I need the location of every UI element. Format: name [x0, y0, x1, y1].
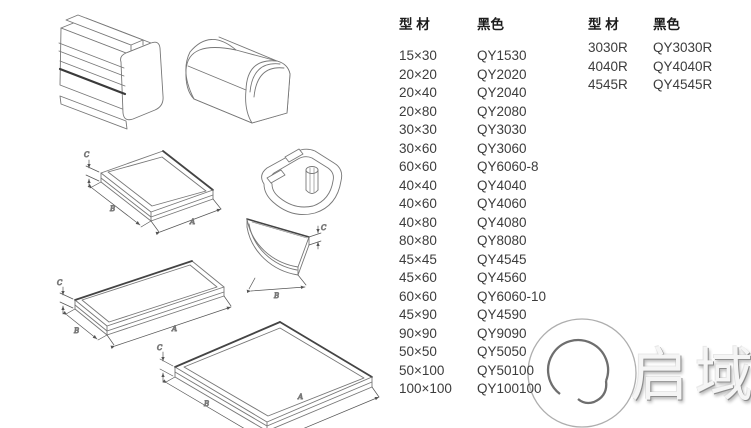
- header-black-color: 黑色: [653, 17, 680, 32]
- part-number-cell: QY50100: [477, 362, 535, 378]
- part-number-cell: QY5050: [477, 344, 527, 359]
- svg-text:B: B: [203, 400, 209, 408]
- profile-parts-table-main: 型 材 黑色 15×30 QY1530 20×20 QY2020 20×40 QY2040…: [399, 15, 546, 399]
- table-row: 80×80 QY8080: [399, 232, 546, 251]
- table-row: 20×80 QY2080: [399, 103, 546, 122]
- table-row: 3030R QY3030R: [588, 39, 712, 58]
- brand-logo-text: 启域: [630, 343, 751, 408]
- header-profile: 型 材: [588, 17, 619, 32]
- table-row: 60×60 QY6060-8: [399, 158, 546, 177]
- profile-size-cell: 60×60: [399, 288, 437, 304]
- table-row: 45×60 QY4560: [399, 269, 546, 288]
- part-number-cell: QY4040R: [653, 58, 713, 74]
- drawing-square-flat-end-cap: C B A: [84, 150, 222, 236]
- part-number-cell: QY8080: [477, 233, 527, 248]
- table-row: 45×45 QY4545: [399, 251, 546, 270]
- table-row: 20×40 QY2040: [399, 84, 546, 103]
- logo-q-mark-icon: [527, 318, 637, 428]
- part-number-cell: QY3030: [477, 122, 527, 137]
- profile-size-cell: 30×30: [399, 122, 437, 137]
- table-row: 90×90 QY9090: [399, 325, 546, 344]
- part-number-cell: QY4590: [477, 307, 527, 322]
- profile-size-cell: 40×80: [399, 214, 437, 230]
- svg-text:A: A: [171, 325, 177, 333]
- table-row: 60×60 QY6060-10: [399, 288, 546, 307]
- part-number-cell: QY2080: [477, 103, 527, 119]
- part-number-cell: QY3030R: [653, 40, 713, 55]
- drawing-corner-bracket-cap: [261, 148, 343, 216]
- part-number-cell: QY4060: [477, 196, 527, 211]
- table-row: 30×60 QY3060: [399, 140, 546, 159]
- profile-size-cell: 20×40: [399, 85, 437, 100]
- profile-size-cell: 90×90: [399, 325, 437, 341]
- part-number-cell: QY6060-8: [477, 159, 539, 174]
- drawing-grooved-rectangular-end-cap: [58, 14, 164, 130]
- drawing-rectangular-flat-end-cap: C B A: [57, 260, 232, 349]
- part-number-cell: QY4560: [477, 270, 527, 285]
- table-row: 40×60 QY4060: [399, 195, 546, 214]
- profile-size-cell: 20×20: [399, 66, 437, 82]
- technical-drawings: C B A: [57, 14, 380, 428]
- header-profile: 型 材: [399, 17, 430, 32]
- part-number-cell: QY4545: [477, 251, 527, 267]
- part-number-cell: QY9090: [477, 325, 527, 341]
- svg-text:B: B: [273, 292, 279, 300]
- table-row: 45×90 QY4590: [399, 306, 546, 325]
- table-header-row: 型 材 黑色: [588, 15, 712, 35]
- profile-size-cell: 15×30: [399, 48, 437, 63]
- table-row: 4545R QY4545R: [588, 76, 712, 95]
- pin-detail: [305, 166, 319, 194]
- drawing-quarter-round-end-cap: C B: [246, 218, 327, 300]
- profile-size-cell: 100×100: [399, 381, 452, 396]
- part-number-cell: QY4080: [477, 214, 527, 230]
- part-number-cell: QY4545R: [653, 77, 713, 92]
- profile-size-cell: 40×60: [399, 196, 437, 211]
- profile-parts-table-radius: 型 材 黑色 3030R QY3030R 4040R QY4040R 4545R QY45…: [588, 15, 712, 95]
- part-number-cell: QY4040: [477, 177, 527, 193]
- svg-text:C: C: [57, 279, 63, 287]
- profile-size-cell: 60×60: [399, 159, 437, 174]
- table-header-row: 型 材 黑色: [399, 15, 546, 35]
- profile-size-cell: 4545R: [588, 77, 628, 92]
- part-number-cell: QY1530: [477, 48, 527, 63]
- table-row: 15×30 QY1530: [399, 47, 546, 66]
- svg-text:B: B: [73, 327, 79, 335]
- profile-size-cell: 50×100: [399, 362, 445, 378]
- header-black-color: 黑色: [477, 17, 504, 32]
- drawing-rounded-corner-end-cap: [185, 36, 291, 124]
- profile-size-cell: 50×50: [399, 344, 437, 359]
- table-row: 40×80 QY4080: [399, 214, 546, 233]
- table-row: 4040R QY4040R: [588, 58, 712, 77]
- profile-size-cell: 45×90: [399, 307, 437, 322]
- profile-size-cell: 40×40: [399, 177, 437, 193]
- svg-text:A: A: [189, 218, 195, 226]
- svg-text:C: C: [84, 151, 90, 159]
- part-number-cell: QY3060: [477, 140, 527, 156]
- part-number-cell: QY6060-10: [477, 288, 547, 304]
- table-row: 100×100 QY100100: [399, 380, 546, 399]
- part-number-cell: QY2040: [477, 85, 527, 100]
- profile-size-cell: 45×45: [399, 251, 437, 267]
- part-number-cell: QY100100: [477, 381, 542, 396]
- table-row: 30×30 QY3030: [399, 121, 546, 140]
- part-number-cell: QY2020: [477, 66, 527, 82]
- profile-size-cell: 80×80: [399, 233, 437, 248]
- svg-text:A: A: [297, 393, 303, 401]
- table-row: 40×40 QY4040: [399, 177, 546, 196]
- svg-text:B: B: [109, 205, 115, 213]
- brand-logo: 启域: [518, 316, 751, 428]
- svg-text:C: C: [321, 224, 327, 232]
- profile-size-cell: 20×80: [399, 103, 437, 119]
- profile-size-cell: 3030R: [588, 40, 628, 55]
- profile-size-cell: 30×60: [399, 140, 437, 156]
- profile-size-cell: 4040R: [588, 58, 628, 74]
- drawing-large-square-flat-end-cap: C B A: [157, 321, 380, 428]
- table-row: 50×100 QY50100: [399, 362, 546, 381]
- svg-text:C: C: [157, 344, 163, 352]
- table-row: 50×50 QY5050: [399, 343, 546, 362]
- profile-size-cell: 45×60: [399, 270, 437, 285]
- table-row: 20×20 QY2020: [399, 66, 546, 85]
- table-body: 3030R QY3030R 4040R QY4040R 4545R QY4545R: [588, 39, 712, 95]
